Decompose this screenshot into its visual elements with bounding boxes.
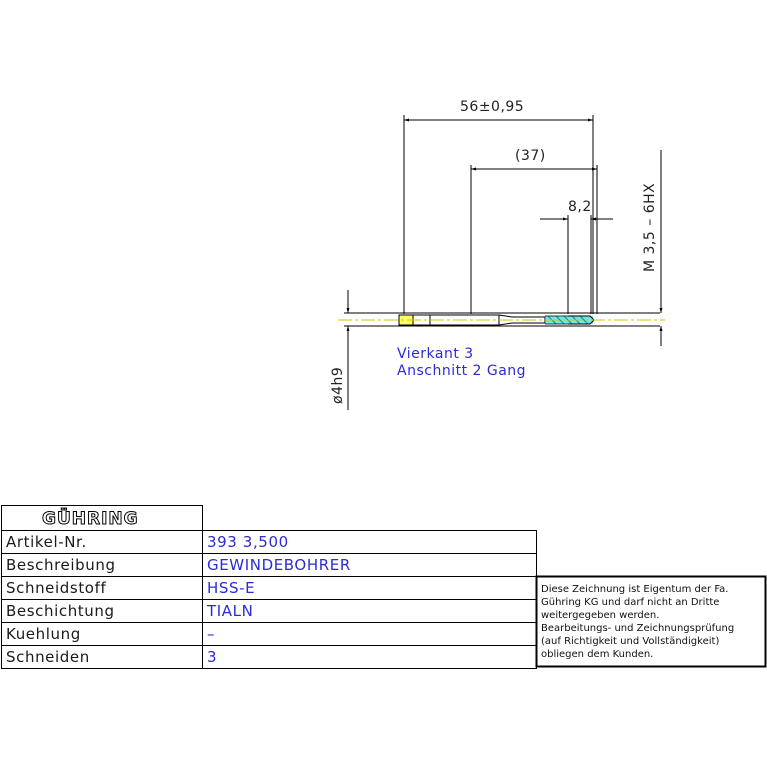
disclaimer-box xyxy=(535,575,767,668)
dimensions: 56±0,95 (37) 8,2 M 3,5 – 6HX ø4h9 Vierka… xyxy=(330,99,663,410)
tap-tool-drawing xyxy=(338,312,665,327)
disclaimer-line: (auf Richtigkeit und Vollständigkeit) xyxy=(541,636,719,647)
value-cutting-material: HSS-E xyxy=(207,579,255,597)
value-description: GEWINDEBOHRER xyxy=(207,556,351,574)
label-coating: Beschichtung xyxy=(6,602,115,620)
dim-thread-length: 8,2 xyxy=(568,199,592,215)
value-article-number: 393 3,500 xyxy=(207,533,289,551)
label-cooling: Kuehlung xyxy=(6,625,81,643)
label-article-number: Artikel-Nr. xyxy=(6,533,87,551)
dim-shank-length: (37) xyxy=(515,148,546,164)
note-chamfer: Anschnitt 2 Gang xyxy=(397,363,526,379)
value-cooling: – xyxy=(207,625,215,643)
guehring-logo: GÜHRING xyxy=(42,507,139,529)
disclaimer-line: Gühring KG und darf nicht an Dritte xyxy=(541,597,719,608)
title-block: GÜHRING Artikel-Nr. 393 3,500 Beschreibu… xyxy=(1,505,767,669)
disclaimer-line: weitergegeben werden. xyxy=(541,610,659,621)
label-description: Beschreibung xyxy=(6,556,116,574)
label-flutes: Schneiden xyxy=(6,648,90,666)
value-coating: TIALN xyxy=(206,602,253,620)
dim-shank-diameter: ø4h9 xyxy=(330,367,346,404)
dim-thread-spec: M 3,5 – 6HX xyxy=(642,183,658,272)
label-cutting-material: Schneidstoff xyxy=(6,579,106,597)
disclaimer-line: Diese Zeichnung ist Eigentum der Fa. xyxy=(541,584,728,595)
disclaimer-line: obliegen dem Kunden. xyxy=(541,649,653,660)
value-flutes: 3 xyxy=(207,648,217,666)
dim-overall-length: 56±0,95 xyxy=(460,99,524,115)
note-square-drive: Vierkant 3 xyxy=(397,346,474,362)
disclaimer-line: Bearbeitungs- und Zeichnungsprüfung xyxy=(541,623,734,634)
